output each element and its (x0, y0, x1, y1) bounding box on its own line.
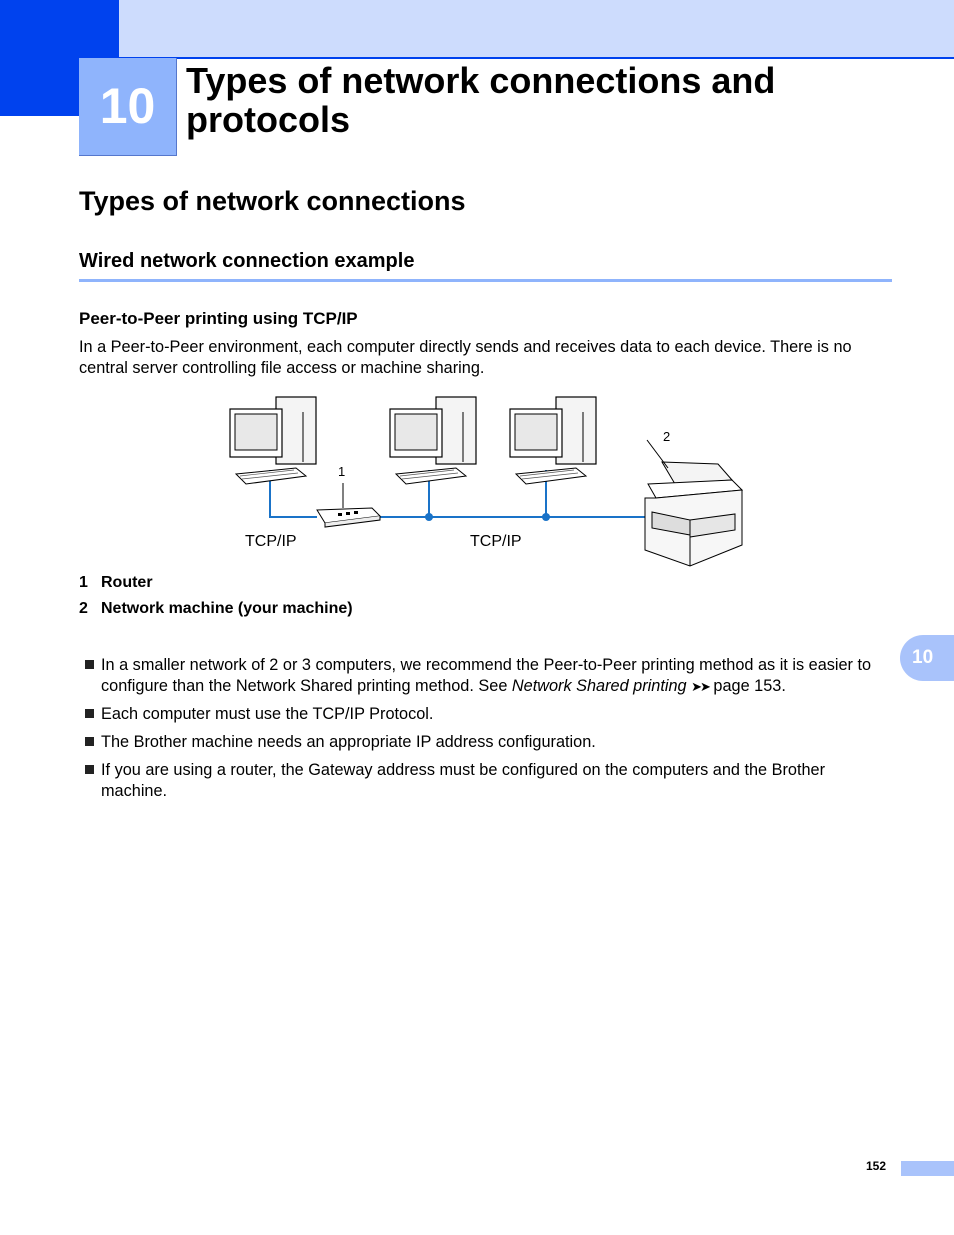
list-item: In a smaller network of 2 or 3 computers… (83, 655, 895, 697)
bullet-square-icon (85, 660, 94, 669)
cross-reference-link[interactable]: Network Shared printing (511, 677, 687, 695)
subsection-title: Wired network connection example (79, 250, 415, 272)
intro-paragraph: In a Peer-to-Peer environment, each comp… (79, 338, 852, 377)
list-item: Each computer must use the TCP/IP Protoc… (83, 704, 895, 725)
section-title: Types of network connections (79, 186, 466, 216)
computer-icon-3 (509, 396, 597, 485)
tcpip-label-left: TCP/IP (245, 533, 297, 550)
recommendation-list: In a smaller network of 2 or 3 computers… (83, 655, 895, 809)
chapter-side-tab[interactable]: 10 (900, 635, 954, 681)
legend-item-machine: 2 Network machine (your machine) (79, 600, 353, 618)
header-band (0, 0, 954, 58)
legend-number: 2 (79, 600, 88, 617)
bullet-square-icon (85, 709, 94, 718)
computer-icon-2 (389, 396, 477, 485)
legend-item-router: 1 Router (79, 574, 153, 592)
chapter-number: 10 (79, 58, 177, 156)
printer-icon (644, 439, 744, 567)
legend-text: Router (101, 574, 153, 591)
callout-1: 1 (338, 464, 345, 479)
junction-dot-2 (542, 513, 550, 521)
list-item: If you are using a router, the Gateway a… (83, 760, 895, 802)
double-arrow-icon: ➤➤ (691, 679, 711, 694)
callout-2: 2 (663, 429, 670, 444)
chapter-title: Types of network connections and protoco… (186, 60, 776, 140)
network-diagram: 1 2 TCP/IP TCP/IP (229, 396, 744, 567)
footer-bar (901, 1161, 954, 1176)
legend-text: Network machine (your machine) (101, 600, 353, 617)
header-rule (119, 57, 954, 59)
router-icon (316, 483, 382, 528)
subsection-rule (79, 279, 892, 282)
junction-dot-1 (425, 513, 433, 521)
bullet-square-icon (85, 737, 94, 746)
subsubsection-title: Peer-to-Peer printing using TCP/IP (79, 309, 358, 328)
bullet-square-icon (85, 765, 94, 774)
page-number: 152 (866, 1159, 887, 1173)
tcpip-label-right: TCP/IP (470, 533, 522, 550)
legend-number: 1 (79, 574, 88, 591)
list-item: The Brother machine needs an appropriate… (83, 732, 895, 753)
computer-icon-1 (229, 396, 317, 485)
